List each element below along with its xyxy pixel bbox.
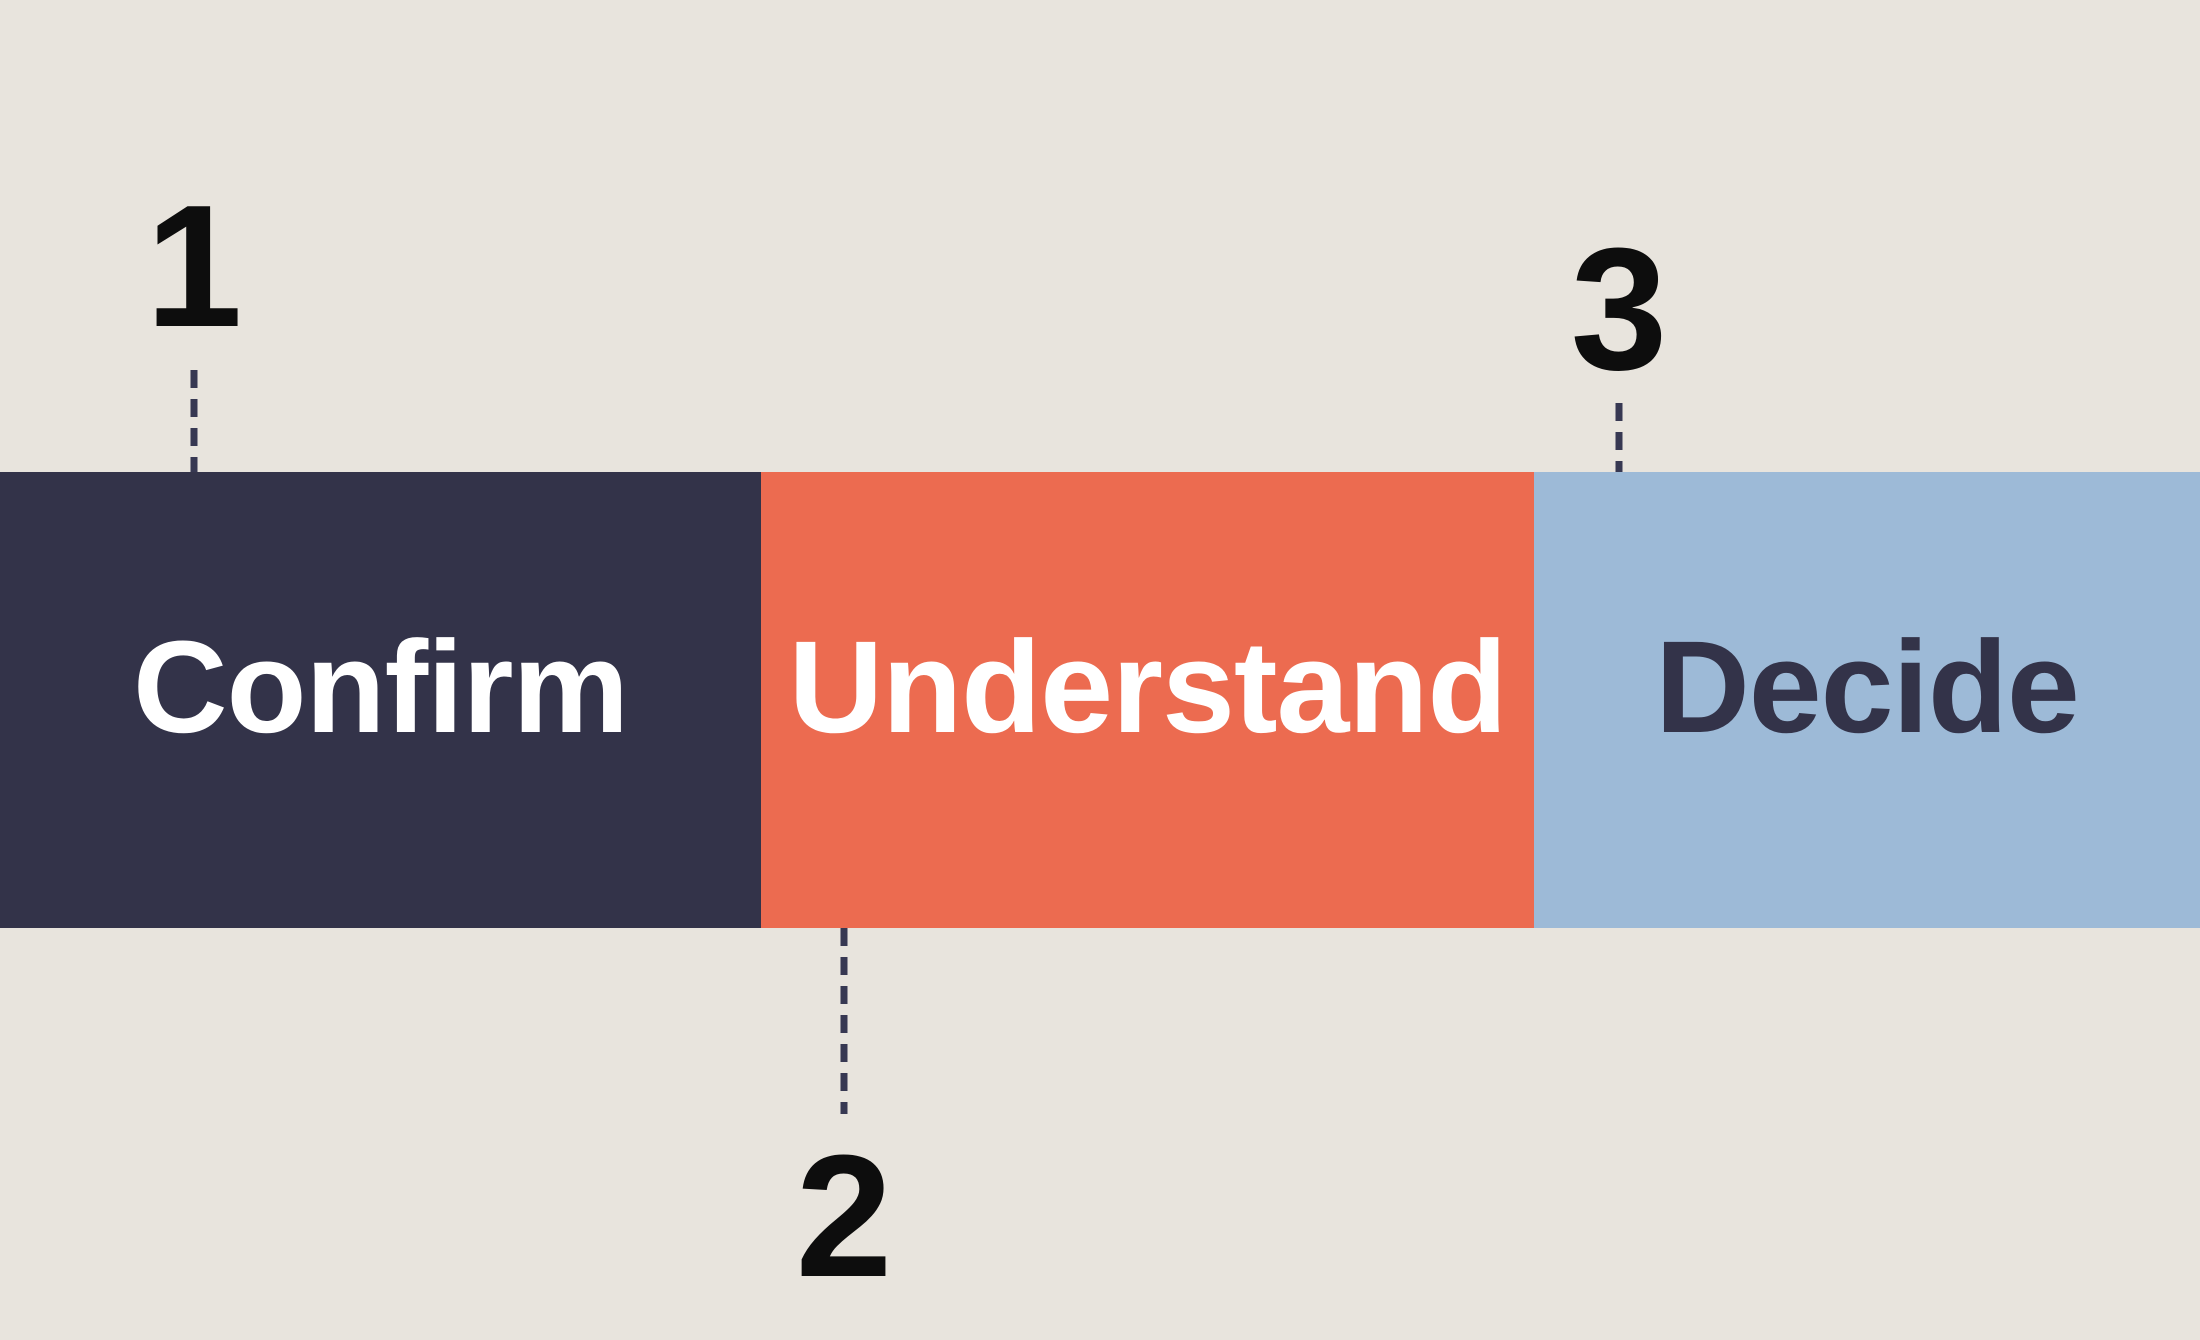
- step-block-confirm: Confirm: [0, 472, 761, 928]
- step-label-decide: Decide: [1655, 612, 2080, 760]
- dashed-connector-1: [190, 370, 198, 472]
- step-number-2: 2: [795, 1118, 893, 1313]
- step-label-confirm: Confirm: [132, 612, 629, 760]
- step-number-1: 1: [145, 168, 243, 363]
- step-block-understand: Understand: [760, 472, 1535, 928]
- step-bar: Confirm Understand Decide: [0, 472, 2200, 928]
- step-block-decide: Decide: [1534, 472, 2200, 928]
- dashed-connector-3: [1615, 403, 1623, 473]
- dashed-connector-2: [840, 928, 848, 1114]
- step-label-understand: Understand: [788, 612, 1508, 760]
- step-number-3: 3: [1570, 211, 1668, 406]
